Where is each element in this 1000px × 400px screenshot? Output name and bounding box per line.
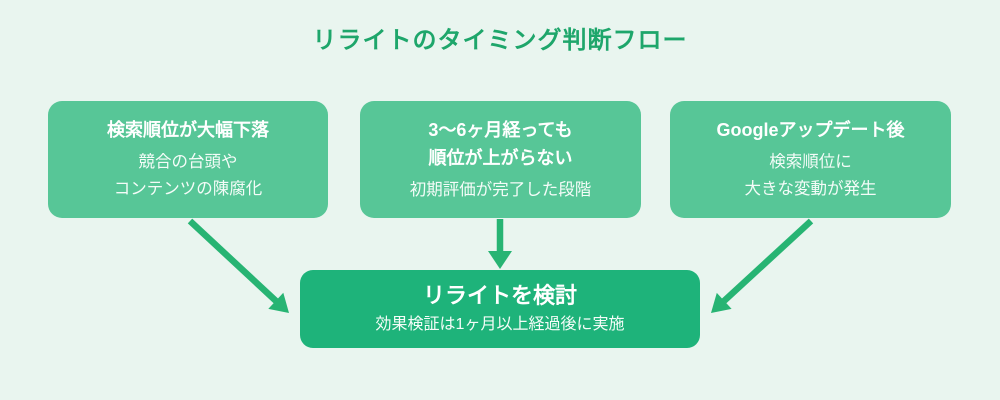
card-title-line: 検索順位が大幅下落 xyxy=(107,120,269,140)
card-title-line: 順位が上がらない xyxy=(428,147,573,168)
card-google-update-title: Googleアップデート後 xyxy=(717,116,905,144)
card-body-line: 検索順位に xyxy=(769,153,852,171)
arrow-right-down-icon xyxy=(711,218,814,313)
result-box-consider-rewrite: リライトを検討 効果検証は1ヶ月以上経過後に実施 xyxy=(300,270,700,348)
card-rank-drop-body: 競合の台頭や コンテンツの陳腐化 xyxy=(114,149,263,203)
card-title-line: 3〜6ヶ月経っても xyxy=(428,119,573,140)
card-body-line: 競合の台頭や xyxy=(138,153,238,171)
card-body-line: コンテンツの陳腐化 xyxy=(113,180,263,198)
card-title-line: Googleアップデート後 xyxy=(716,120,905,140)
page-title: リライトのタイミング判断フロー xyxy=(312,27,688,54)
result-body: 効果検証は1ヶ月以上経過後に実施 xyxy=(375,316,625,333)
card-body-line: 初期評価が完了した段階 xyxy=(409,180,592,199)
card-no-rank-improvement: 3〜6ヶ月経っても 順位が上がらない 初期評価が完了した段階 xyxy=(360,101,641,218)
result-title: リライトを検討 xyxy=(422,283,577,308)
card-no-rank-improvement-title: 3〜6ヶ月経っても 順位が上がらない xyxy=(428,116,572,172)
arrow-left-down-icon xyxy=(187,218,289,313)
card-google-update: Googleアップデート後 検索順位に 大きな変動が発生 xyxy=(670,101,951,218)
card-no-rank-improvement-body: 初期評価が完了した段階 xyxy=(410,177,592,204)
card-google-update-body: 検索順位に 大きな変動が発生 xyxy=(745,149,877,203)
arrow-down-icon xyxy=(488,219,512,269)
card-rank-drop-title: 検索順位が大幅下落 xyxy=(107,116,269,144)
card-body-line: 大きな変動が発生 xyxy=(744,180,877,198)
card-rank-drop: 検索順位が大幅下落 競合の台頭や コンテンツの陳腐化 xyxy=(48,101,328,218)
